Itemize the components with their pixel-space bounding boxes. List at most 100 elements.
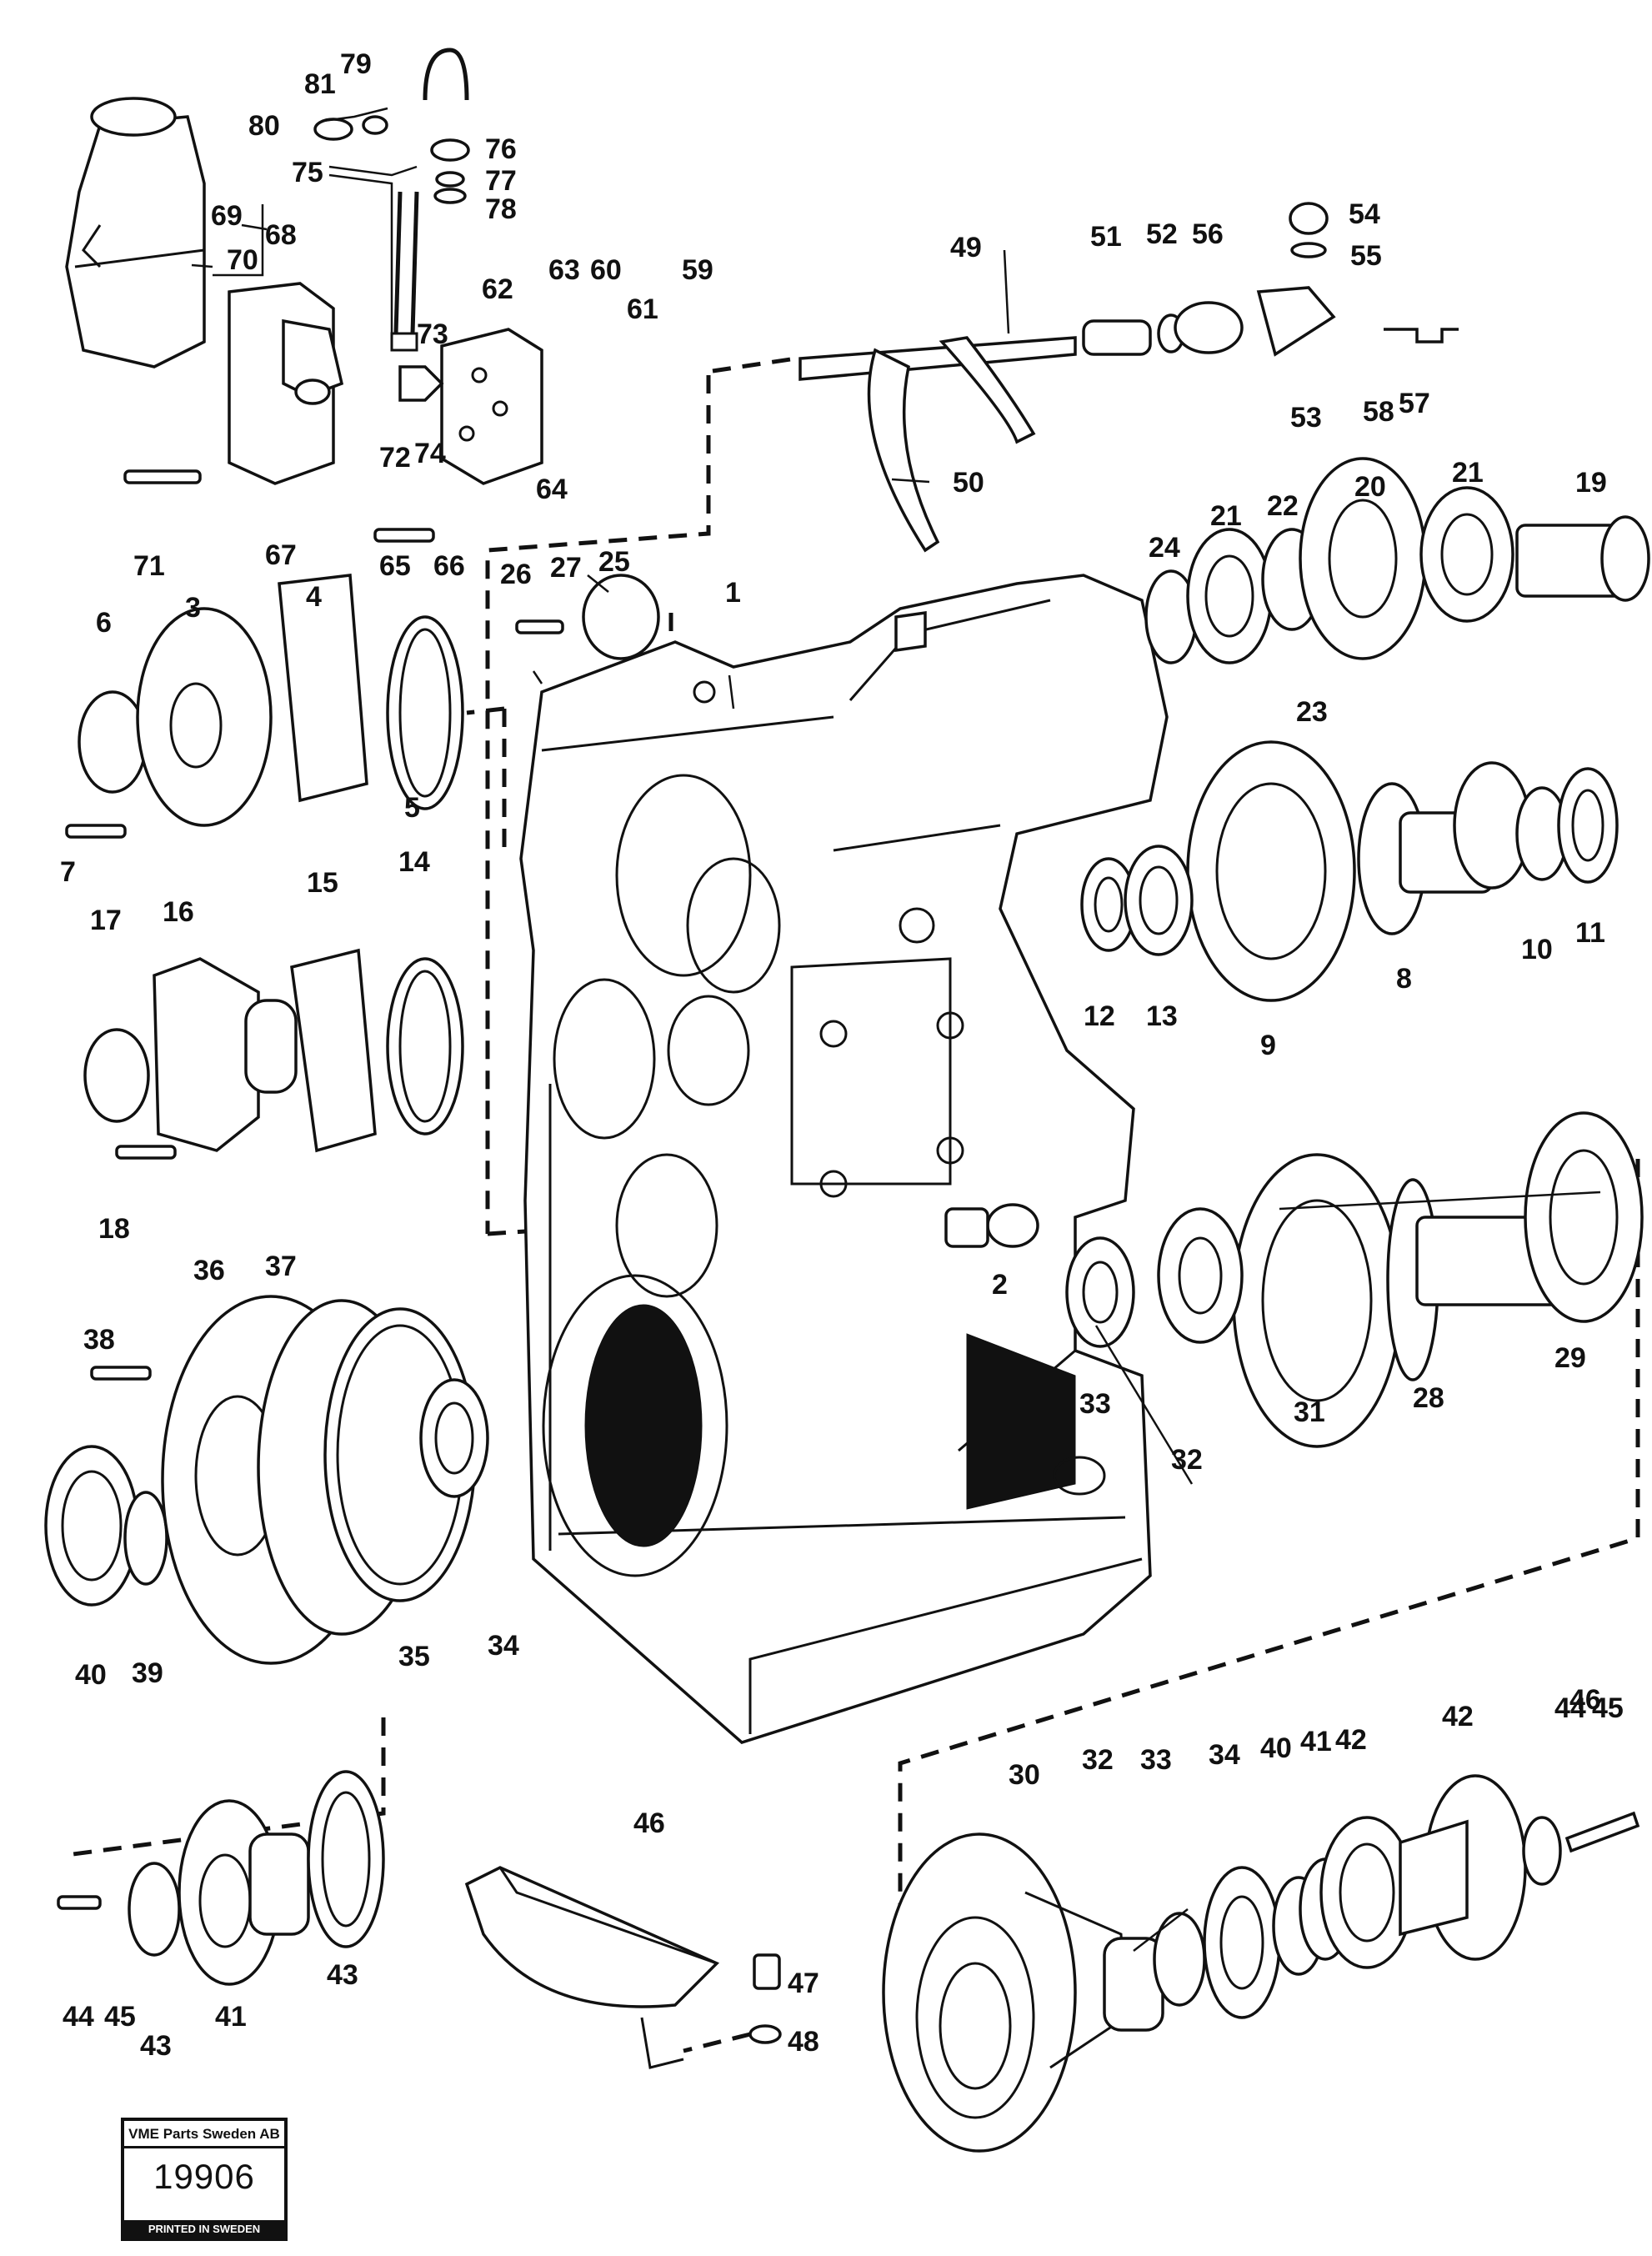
- callout-label: 75: [292, 157, 323, 188]
- callout-label: 18: [98, 1213, 130, 1245]
- callout-label: 42: [1442, 1701, 1474, 1732]
- callout-label: 32: [1082, 1744, 1114, 1776]
- callout-label: 37: [265, 1251, 297, 1282]
- callout-label: 10: [1521, 934, 1553, 965]
- callout-label: 38: [83, 1324, 115, 1356]
- callout-label: 43: [140, 2030, 172, 2062]
- callout-label: 69: [211, 200, 243, 232]
- callout-label: 21: [1452, 457, 1484, 489]
- callout-label: 80: [248, 110, 280, 142]
- callout-label: 46: [633, 1807, 665, 1839]
- callout-label: 72: [379, 442, 411, 474]
- callout-label: 59: [682, 254, 713, 286]
- callout-label: 64: [536, 474, 568, 505]
- callout-label: 51: [1090, 221, 1122, 253]
- upper-shaft-assembly: [1144, 457, 1650, 664]
- callout-label: 68: [265, 219, 297, 251]
- flange-assembly-lower-left: [57, 1770, 385, 1986]
- callout-label: 71: [133, 550, 165, 582]
- callout-label: 55: [1350, 240, 1382, 272]
- callout-label: 7: [60, 856, 76, 888]
- callout-label: 57: [1399, 388, 1430, 419]
- gearbox-housing: [519, 574, 1169, 1744]
- callout-label: 30: [1009, 1759, 1040, 1791]
- callout-label: 23: [1296, 696, 1328, 728]
- callout-label: 50: [953, 467, 984, 499]
- callout-label: 40: [1260, 1732, 1292, 1764]
- callout-label: 5: [404, 792, 420, 824]
- callout-label: 35: [398, 1641, 430, 1672]
- intermediate-gear-assembly: [986, 1111, 1644, 1448]
- callout-label: 61: [627, 293, 658, 325]
- callout-label: 3: [185, 592, 201, 624]
- callout-label: 2: [992, 1269, 1008, 1301]
- callout-label: 26: [500, 559, 532, 590]
- callout-label: 44: [1554, 1692, 1586, 1724]
- callout-label: 45: [104, 2001, 136, 2033]
- callout-label: 15: [307, 867, 338, 899]
- callout-label: 46: [1569, 1684, 1601, 1716]
- callout-label: 52: [1146, 218, 1178, 250]
- callout-label: 79: [340, 48, 372, 80]
- callout-label: 6: [96, 607, 112, 639]
- callout-label: 17: [90, 905, 122, 936]
- callout-label: 54: [1349, 198, 1380, 230]
- callout-label: 33: [1079, 1388, 1111, 1420]
- cover-assembly-upper: [78, 574, 464, 827]
- callout-label: 4: [306, 581, 322, 613]
- reservoir-assembly: [65, 48, 470, 368]
- callout-label: 12: [1084, 1000, 1115, 1032]
- callout-label: 42: [1335, 1724, 1367, 1756]
- callout-label: 43: [327, 1959, 358, 1991]
- callout-label: 36: [193, 1255, 225, 1286]
- callout-label: 45: [1592, 1692, 1624, 1724]
- callout-label: 62: [482, 273, 513, 305]
- callout-label: 32: [1171, 1444, 1203, 1476]
- callout-label: 20: [1354, 471, 1386, 503]
- callout-label: 65: [379, 550, 411, 582]
- callout-label: 25: [598, 546, 630, 578]
- leader-lines: [191, 107, 1601, 1952]
- callout-label: 77: [485, 165, 517, 197]
- cover-assembly-lower: [44, 1295, 489, 1665]
- callout-label: 70: [227, 244, 258, 276]
- callout-label: 8: [1396, 963, 1412, 995]
- callout-label: 34: [488, 1630, 519, 1662]
- callout-label: 49: [950, 232, 982, 263]
- callout-label: 74: [414, 438, 446, 469]
- callout-label: 16: [163, 896, 194, 928]
- shift-fork-assembly: [798, 202, 1459, 553]
- callout-label: 41: [215, 2001, 247, 2033]
- callout-label: 73: [417, 318, 448, 350]
- callout-label: 63: [548, 254, 580, 286]
- title-plate: VME Parts Sweden AB 19906 PRINTED IN SWE…: [121, 2118, 288, 2241]
- callout-label: 11: [1575, 917, 1605, 949]
- callout-label: 22: [1267, 490, 1299, 522]
- callout-label: 34: [1209, 1739, 1240, 1771]
- callout-label: 28: [1413, 1382, 1444, 1414]
- callout-label: 66: [433, 550, 465, 582]
- callout-label: 9: [1260, 1030, 1276, 1061]
- callout-label: 21: [1210, 500, 1242, 532]
- callout-label: 19: [1575, 467, 1607, 499]
- callout-label: 31: [1294, 1396, 1325, 1428]
- callout-label: 58: [1363, 396, 1394, 428]
- plate-company: VME Parts Sweden AB: [124, 2121, 284, 2148]
- callout-label: 78: [485, 193, 517, 225]
- callout-labels: 1 2 3 4 5 6 7 8 9 10 11 12 13 14 15 16 1…: [60, 48, 1624, 2062]
- output-gear-stack: [882, 1774, 1640, 2153]
- callout-label: 48: [788, 2026, 819, 2058]
- callout-label: 67: [265, 539, 297, 571]
- callout-label: 53: [1290, 402, 1322, 434]
- callout-label: 14: [398, 846, 430, 878]
- callout-label: 24: [1149, 532, 1180, 564]
- plate-drawing-number: 19906: [153, 2157, 255, 2196]
- callout-label: 40: [75, 1659, 107, 1691]
- callout-label: 33: [1140, 1744, 1172, 1776]
- countershaft-gear-assembly: [1080, 740, 1619, 1002]
- cover-assembly-middle: [83, 948, 464, 1153]
- callout-label: 27: [550, 552, 582, 584]
- plate-printed-note: PRINTED IN SWEDEN: [124, 2220, 284, 2238]
- callout-label: 81: [304, 68, 336, 100]
